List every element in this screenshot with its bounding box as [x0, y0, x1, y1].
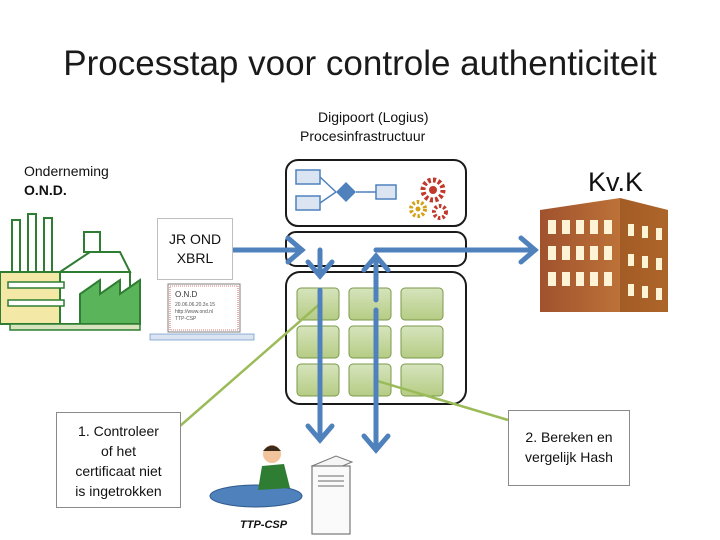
callout1-line3: certificaat niet	[75, 463, 162, 479]
onderneming-label: Onderneming	[24, 163, 109, 179]
server-icon	[310, 455, 354, 535]
factory-icon	[0, 213, 141, 331]
cert-url: http://www.ond.nl	[175, 309, 213, 315]
kvk-building-icon	[540, 198, 668, 312]
cert-name: O.N.D	[175, 290, 197, 299]
callout2-connector	[373, 378, 509, 422]
ttp-csp-label: TTP-CSP	[240, 519, 288, 531]
page-title: Processtap voor controle authenticiteit	[63, 44, 657, 83]
cert-issuer: TTP-CSP	[175, 316, 197, 322]
callout2-line1: 2. Bereken en	[525, 429, 613, 445]
certificate-icon: O.N.D 20.06.06.20.3x.15 http://www.ond.n…	[149, 283, 255, 341]
callout-hash: 2. Bereken en vergelijk Hash	[508, 410, 630, 486]
cert-date: 20.06.06.20.3x.15	[175, 302, 215, 308]
ond-label: O.N.D.	[24, 182, 67, 198]
digipoort-label: Digipoort (Logius)	[318, 109, 429, 125]
jr-line2: XBRL	[176, 250, 214, 266]
flow-arrows	[229, 235, 539, 454]
callout1-line4: is ingetrokken	[75, 483, 162, 499]
jr-xbrl-box: JR OND XBRL	[157, 218, 233, 280]
callout2-line2: vergelijk Hash	[525, 449, 613, 465]
callout1-line1: 1. Controleer	[78, 423, 159, 439]
callout1-connector	[179, 301, 323, 427]
gear-icon	[409, 177, 448, 220]
workflow-icon	[295, 169, 397, 211]
procesinfrastructuur-label: Procesinfrastructuur	[300, 128, 426, 144]
jr-line1: JR OND	[168, 231, 222, 247]
kvk-label: Kv.K	[588, 167, 644, 197]
callout-controleer: 1. Controleer of het certificaat niet is…	[56, 412, 181, 508]
callout1-line2: of het	[100, 443, 137, 459]
